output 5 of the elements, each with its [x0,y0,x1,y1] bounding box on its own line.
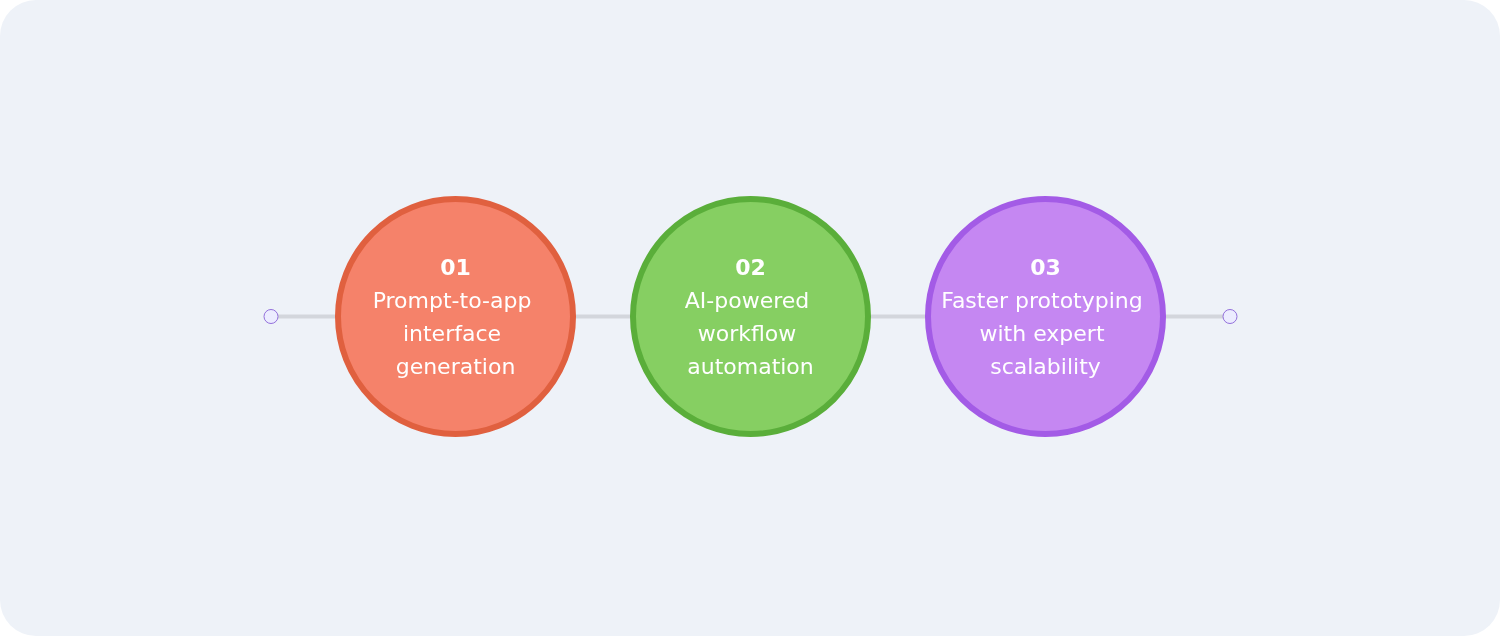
node-circle [263,308,278,324]
node-circle: 03 Faster prototyping with expert scalability [924,195,1166,437]
node-circle [1222,308,1237,324]
node-circle: 02 AI-powered workflow automation [629,195,871,437]
node-circle: 01 Prompt-to-app interface generation [334,195,576,437]
